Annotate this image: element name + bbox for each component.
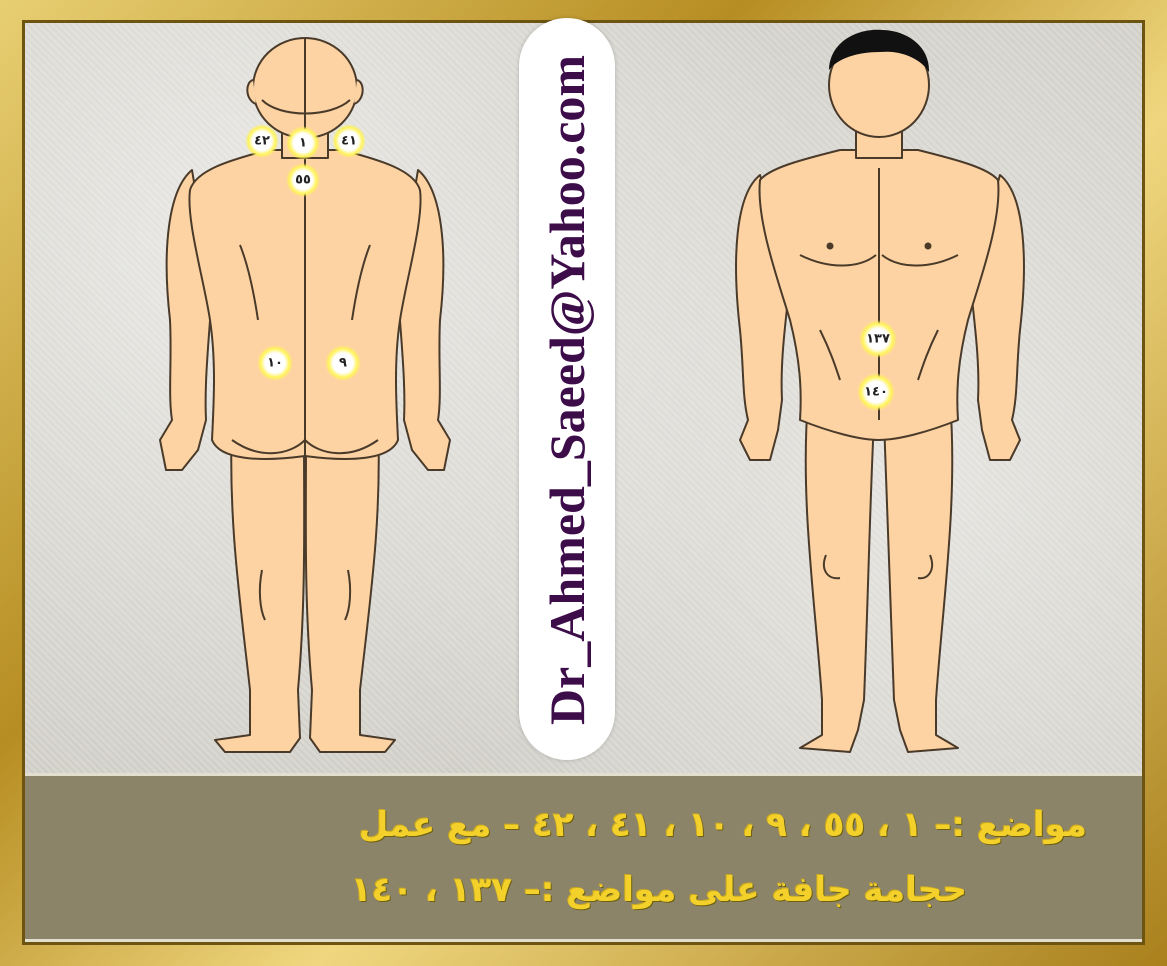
marker-label: ١٠ — [267, 356, 283, 371]
marker-label: ٩ — [339, 356, 347, 371]
marker-point-10: ١٠ — [257, 345, 293, 381]
marker-point-1: ١ — [286, 126, 320, 160]
email-watermark: Dr_Ahmed_Saeed@Yahoo.com — [538, 55, 596, 725]
marker-point-41: ٤١ — [332, 124, 366, 158]
marker-label: ١ — [299, 136, 307, 151]
marker-label: ٤١ — [341, 134, 357, 149]
marker-label: ١٣٧ — [866, 332, 890, 347]
marker-label: ١٤٠ — [864, 385, 888, 400]
marker-point-42: ٤٢ — [245, 124, 279, 158]
marker-label: ٤٢ — [254, 134, 270, 149]
marker-label: ٥٥ — [295, 173, 311, 188]
marker-point-9: ٩ — [325, 345, 361, 381]
caption-line-2: حجامة جافة على مواضع :– ١٣٧ ، ١٤٠ — [351, 870, 967, 910]
marker-point-55: ٥٥ — [286, 163, 320, 197]
marker-point-140: ١٤٠ — [857, 373, 895, 411]
marker-point-137: ١٣٧ — [859, 320, 897, 358]
caption-line-1: مواضع :– ١ ، ٥٥ ، ٩ ، ١٠ ، ٤١ ، ٤٢ – مع … — [359, 805, 1087, 845]
